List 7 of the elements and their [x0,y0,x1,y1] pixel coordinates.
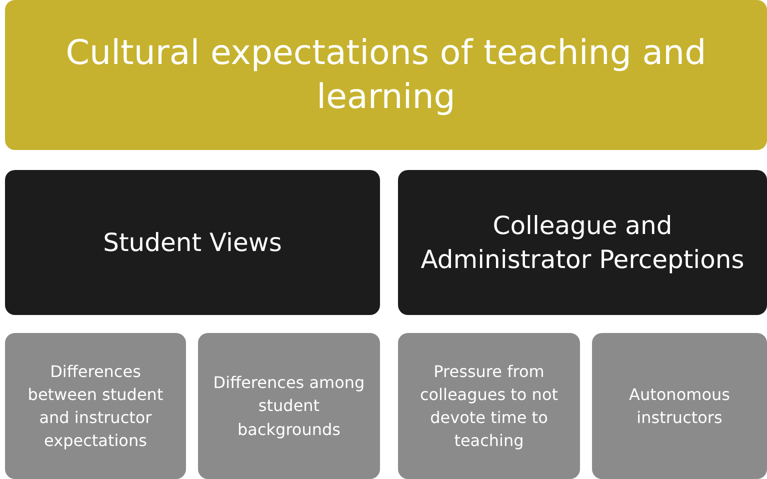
category-box: Student Views [5,170,380,315]
subcategory-box: Autonomous instructors [592,333,767,479]
category-box: Colleague and Administrator Perceptions [398,170,767,315]
subcategory-box: Differences among student backgrounds [198,333,380,479]
subcategory-box: Differences between student and instructor expectations [5,333,186,479]
title-box: Cultural expectations of teaching and learning [5,0,767,150]
subcategory-box: Pressure from colleagues to not devote time to teaching [398,333,580,479]
